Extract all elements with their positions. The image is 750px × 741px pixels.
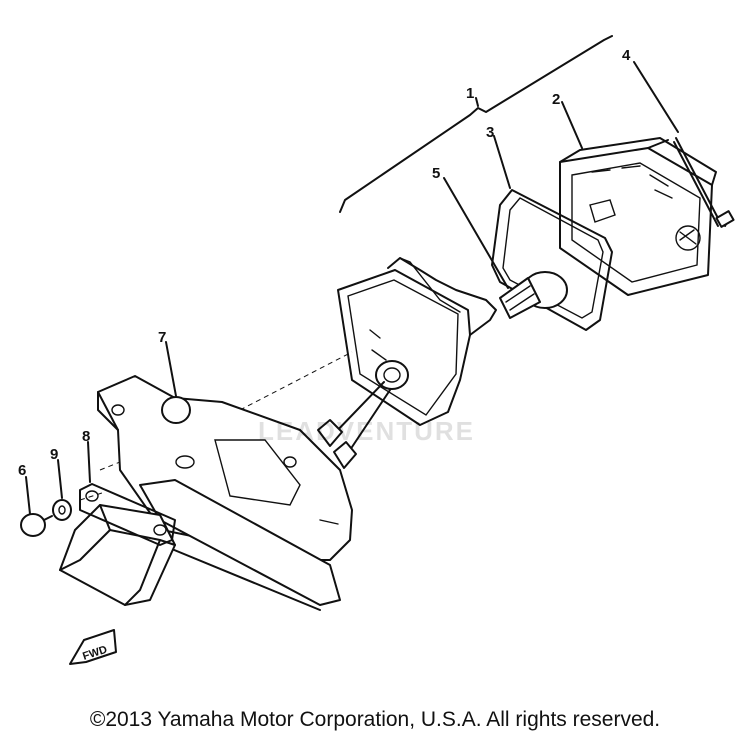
forward-arrow-icon: FWD — [69, 629, 117, 665]
callout-8: 8 — [82, 428, 90, 445]
washer — [52, 499, 72, 521]
lens-gasket — [491, 189, 613, 331]
callout-3: 3 — [486, 124, 494, 141]
copyright-notice: ©2013 Yamaha Motor Corporation, U.S.A. A… — [89, 708, 661, 731]
guide-line — [239, 351, 353, 411]
callout-1: 1 — [466, 85, 474, 102]
taillight-housing — [337, 257, 497, 426]
guide-line — [79, 491, 106, 501]
leader-line-5 — [443, 177, 509, 289]
leader-line-8 — [87, 441, 91, 483]
wire-leads — [317, 381, 391, 469]
watermark: LEADVENTURE — [258, 416, 476, 446]
bulb — [499, 271, 568, 319]
callout-9: 9 — [50, 446, 58, 463]
leader-line-2 — [561, 101, 583, 149]
leader-line-7 — [165, 341, 177, 397]
leader-line-4 — [633, 61, 679, 133]
taillight-lens — [559, 137, 717, 296]
plate-lamp-gasket — [79, 483, 176, 546]
plate-lamp-lens — [59, 504, 176, 606]
lens-screw — [673, 137, 735, 228]
leader-line-3 — [493, 135, 511, 189]
callout-5: 5 — [432, 165, 440, 182]
leader-line-9 — [57, 459, 63, 499]
assembly-bracket — [339, 35, 613, 213]
leader-line-6 — [25, 476, 31, 515]
lamp-screw — [20, 513, 53, 537]
leader-line-1 — [475, 97, 479, 107]
callout-2: 2 — [552, 91, 560, 108]
callout-4: 4 — [622, 47, 631, 64]
callout-7: 7 — [158, 329, 166, 346]
callout-6: 6 — [18, 462, 26, 479]
